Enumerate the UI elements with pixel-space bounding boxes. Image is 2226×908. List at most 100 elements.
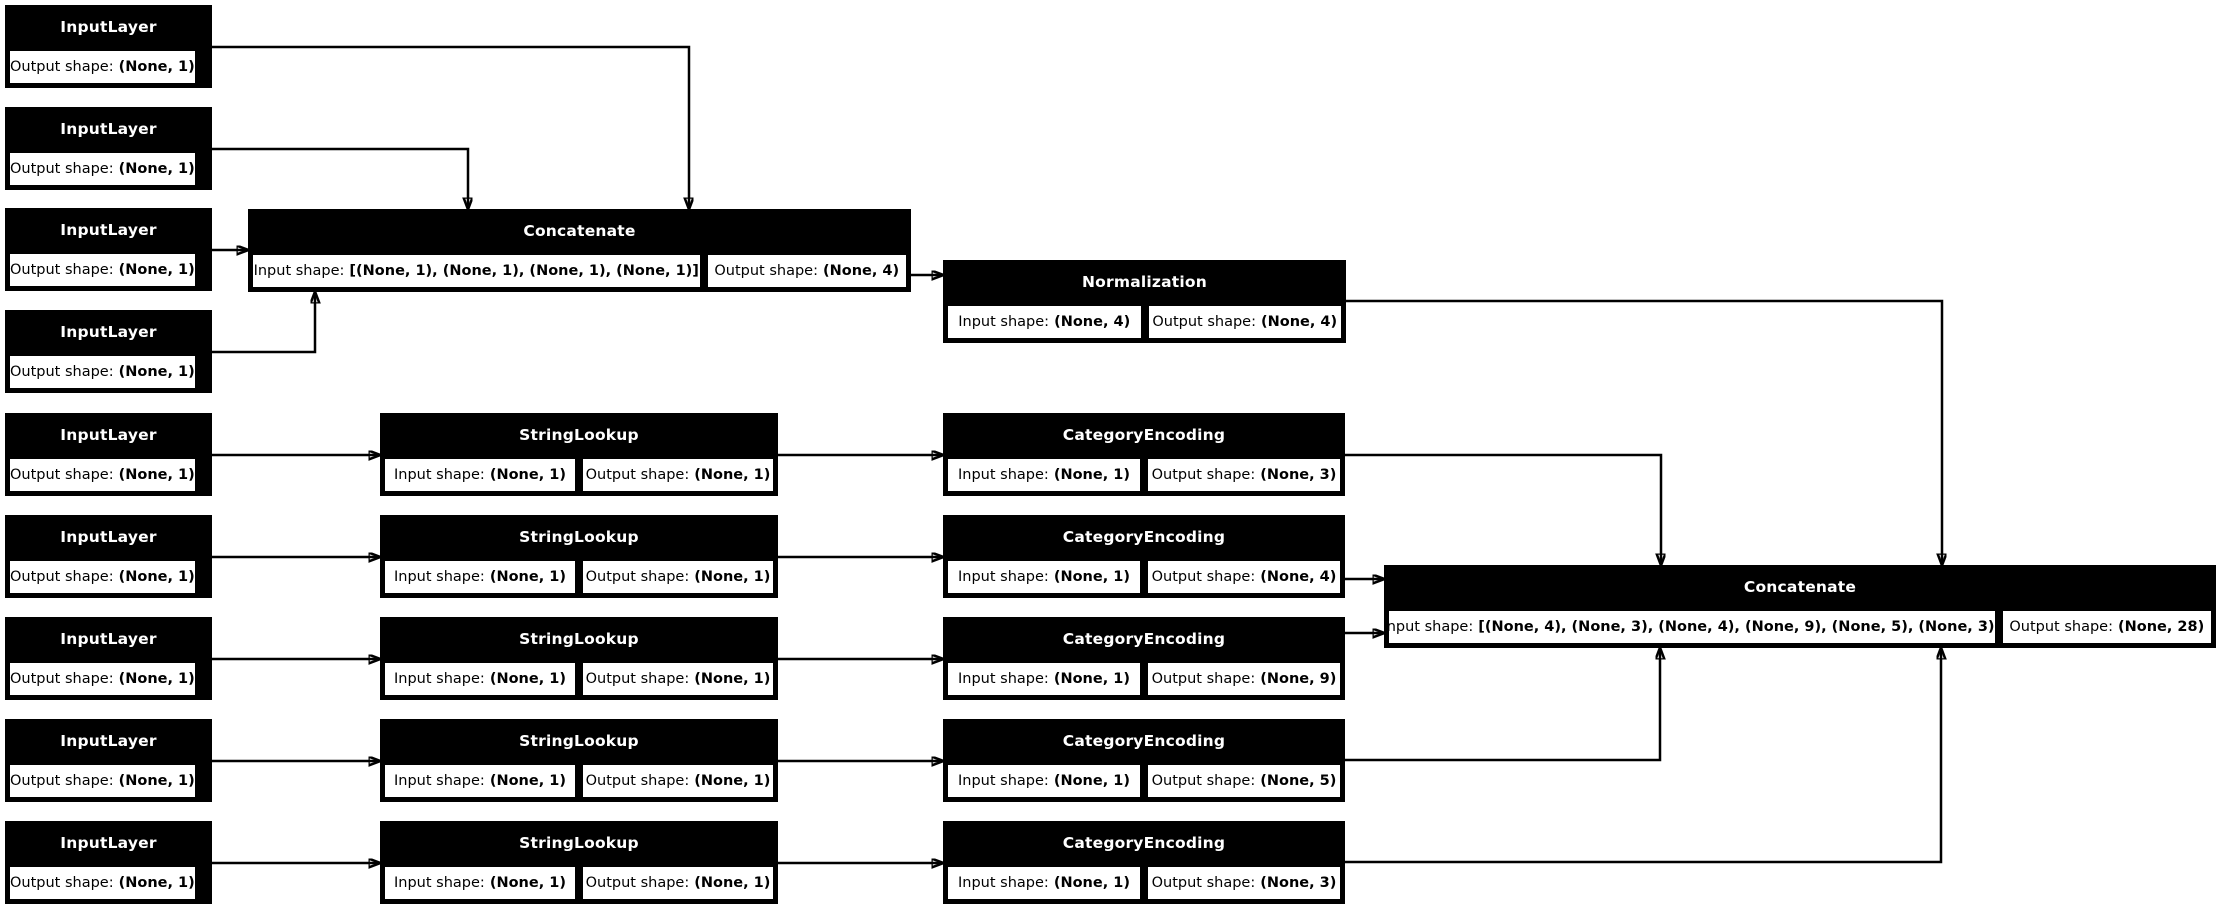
shape-label: Output shape: (10, 467, 114, 483)
shape-label: Input shape: (958, 467, 1049, 483)
shape-label: Output shape: (714, 263, 818, 279)
node-stringlookup-5: StringLookup Input shape:(None, 1) Outpu… (380, 821, 778, 904)
shape-value: (None, 1) (1053, 875, 1130, 891)
node-categoryencoding-1: CategoryEncoding Input shape:(None, 1) O… (943, 413, 1345, 496)
output-shape-cell: Output shape:(None, 3) (1146, 457, 1342, 493)
node-title: CategoryEncoding (1062, 426, 1226, 444)
input-shape-cell: Input shape:(None, 1) (383, 559, 577, 595)
node-concatenate-1: Concatenate Input shape:[(None, 1), (Non… (248, 209, 911, 292)
output-shape-cell: Output shape:(None, 1) (581, 763, 775, 799)
shape-value: [(None, 1), (None, 1), (None, 1), (None,… (349, 263, 699, 279)
output-shape-cell: Output shape:(None, 1) (581, 865, 775, 901)
input-shape-cell: Input shape:(None, 1) (946, 865, 1142, 901)
node-normalization: Normalization Input shape:(None, 4) Outp… (943, 260, 1346, 343)
shape-value: (None, 3) (1260, 467, 1337, 483)
shape-label: Input shape: (958, 314, 1050, 330)
node-inputlayer-1: InputLayer Output shape:(None, 1) (5, 5, 212, 88)
shape-value: (None, 1) (118, 262, 195, 278)
node-title: InputLayer (60, 528, 157, 546)
shape-label: Output shape: (10, 569, 114, 585)
edge-input4-concatenate1 (212, 292, 315, 354)
output-shape-cell: Output shape:(None, 1) (581, 661, 775, 697)
shape-label: Output shape: (585, 875, 690, 891)
shape-label: Output shape: (10, 773, 114, 789)
node-title: Normalization (1082, 273, 1207, 291)
shape-label: Output shape: (10, 262, 114, 278)
output-shape-cell: Output shape:(None, 4) (1146, 304, 1343, 340)
shape-label: Output shape: (585, 467, 690, 483)
shape-label: Output shape: (1151, 569, 1256, 585)
shape-value: (None, 1) (118, 569, 195, 585)
shape-label: Output shape: (585, 569, 690, 585)
shape-value: (None, 1) (118, 467, 195, 483)
node-inputlayer-9: InputLayer Output shape:(None, 1) (5, 821, 212, 904)
shape-label: Input shape: (253, 263, 345, 279)
node-inputlayer-6: InputLayer Output shape:(None, 1) (5, 515, 212, 598)
shape-value: (None, 1) (694, 569, 771, 585)
shape-label: Output shape: (1151, 773, 1256, 789)
node-title: InputLayer (60, 834, 157, 852)
input-shape-cell: Input shape:(None, 1) (946, 559, 1142, 595)
shape-label: Input shape: (394, 875, 485, 891)
node-concatenate-2: Concatenate Input shape:[(None, 4), (Non… (1384, 565, 2216, 648)
input-shape-cell: Input shape:(None, 1) (946, 457, 1142, 493)
shape-label: Output shape: (10, 364, 114, 380)
output-shape-cell: Output shape:(None, 1) (8, 151, 197, 187)
node-title: CategoryEncoding (1062, 834, 1226, 852)
shape-value: (None, 4) (1260, 569, 1337, 585)
shape-value: (None, 1) (489, 569, 566, 585)
output-shape-cell: Output shape:(None, 5) (1146, 763, 1342, 799)
node-stringlookup-3: StringLookup Input shape:(None, 1) Outpu… (380, 617, 778, 700)
shape-value: (None, 4) (1260, 314, 1338, 330)
node-stringlookup-1: StringLookup Input shape:(None, 1) Outpu… (380, 413, 778, 496)
shape-value: (None, 4) (823, 263, 900, 279)
input-shape-cell: Input shape:[(None, 1), (None, 1), (None… (251, 253, 702, 289)
shape-label: Output shape: (1151, 671, 1256, 687)
shape-value: (None, 1) (118, 773, 195, 789)
node-title: Concatenate (523, 222, 636, 240)
node-stringlookup-4: StringLookup Input shape:(None, 1) Outpu… (380, 719, 778, 802)
input-shape-cell: Input shape:(None, 1) (383, 661, 577, 697)
shape-value: (None, 1) (118, 364, 195, 380)
output-shape-cell: Output shape:(None, 1) (8, 763, 197, 799)
shape-value: (None, 1) (118, 671, 195, 687)
node-categoryencoding-5: CategoryEncoding Input shape:(None, 1) O… (943, 821, 1345, 904)
shape-label: Output shape: (10, 875, 114, 891)
shape-label: Output shape: (10, 161, 114, 177)
shape-value: (None, 1) (118, 161, 195, 177)
shape-value: (None, 1) (1053, 671, 1130, 687)
shape-value: (None, 1) (118, 875, 195, 891)
edge-input2-concatenate1 (212, 147, 468, 209)
output-shape-cell: Output shape:(None, 1) (8, 865, 197, 901)
shape-label: Output shape: (10, 671, 114, 687)
output-shape-cell: Output shape:(None, 28) (2000, 609, 2213, 645)
shape-value: (None, 9) (1260, 671, 1337, 687)
shape-value: (None, 1) (118, 59, 195, 75)
node-categoryencoding-2: CategoryEncoding Input shape:(None, 1) O… (943, 515, 1345, 598)
input-shape-cell: Input shape:(None, 1) (946, 763, 1142, 799)
shape-label: Input shape: (958, 773, 1049, 789)
shape-label: Input shape: (394, 671, 485, 687)
node-title: StringLookup (519, 630, 639, 648)
edge-categoryencoding5-concatenate2 (1345, 648, 1941, 864)
shape-value: (None, 1) (489, 875, 566, 891)
output-shape-cell: Output shape:(None, 1) (581, 457, 775, 493)
shape-label: Output shape: (1151, 875, 1256, 891)
node-title: StringLookup (519, 528, 639, 546)
shape-value: (None, 1) (489, 467, 566, 483)
shape-label: Output shape: (2009, 619, 2113, 635)
node-title: StringLookup (519, 426, 639, 444)
shape-value: (None, 1) (1053, 773, 1130, 789)
shape-label: Input shape: (394, 467, 485, 483)
shape-value: (None, 1) (694, 467, 771, 483)
output-shape-cell: Output shape:(None, 1) (8, 661, 197, 697)
shape-value: (None, 4) (1054, 314, 1131, 330)
node-title: CategoryEncoding (1062, 528, 1226, 546)
shape-label: Output shape: (585, 773, 690, 789)
shape-value: (None, 1) (694, 671, 771, 687)
edge-input1-concatenate1 (212, 45, 689, 209)
shape-value: (None, 1) (1053, 467, 1130, 483)
node-categoryencoding-3: CategoryEncoding Input shape:(None, 1) O… (943, 617, 1345, 700)
node-title: StringLookup (519, 834, 639, 852)
